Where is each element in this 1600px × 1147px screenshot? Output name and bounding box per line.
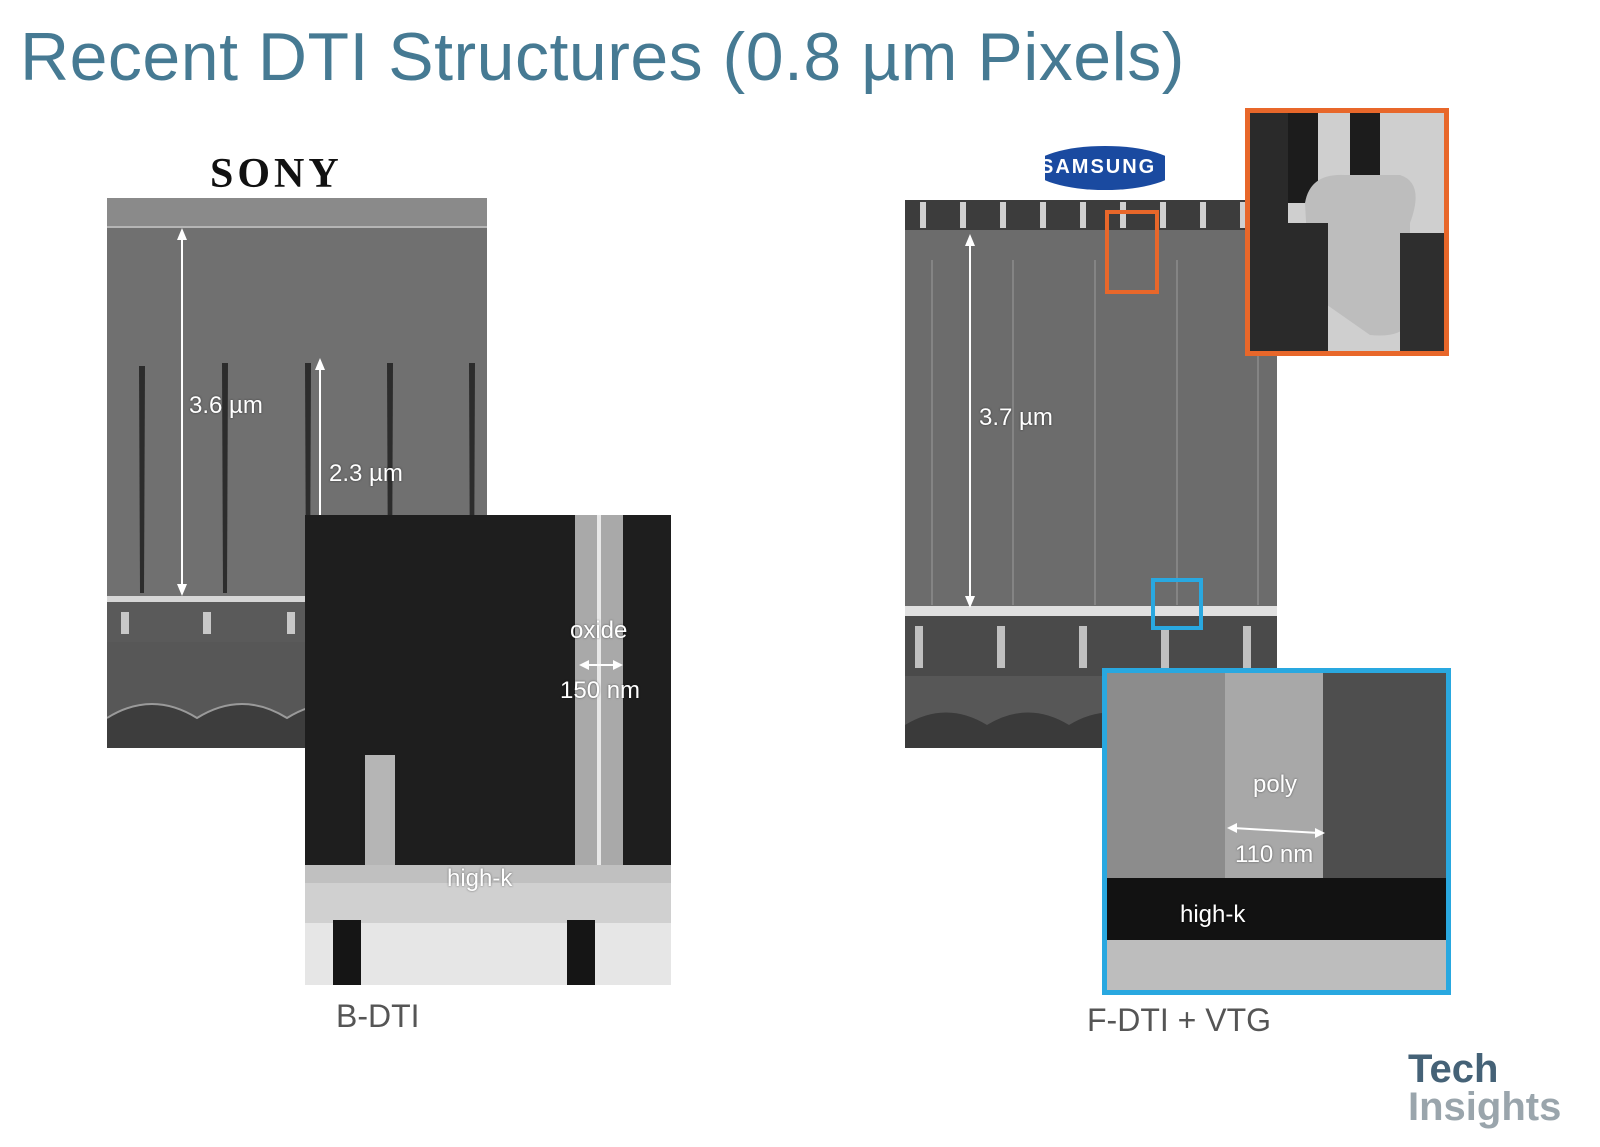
measure-3-7-label: 3.7 µm — [979, 404, 1053, 431]
sony-tem-inset: oxide 150 nm high-k — [305, 515, 671, 985]
sony-sem-image: 3.6 µm 2.3 µm — [107, 198, 487, 748]
page-title: Recent DTI Structures (0.8 µm Pixels) — [20, 19, 1185, 95]
oxide-label: oxide — [570, 617, 628, 644]
techinsights-logo-line2: Insights — [1408, 1085, 1562, 1129]
poly-label: poly — [1253, 771, 1298, 798]
measure-2-3-label: 2.3 µm — [329, 460, 403, 487]
samsung-blue-inset: poly 110 nm high-k — [1102, 668, 1451, 995]
samsung-sem-image: 3.7 µm — [905, 200, 1277, 748]
samsung-logo-text: SAMSUNG — [1040, 156, 1157, 178]
techinsights-logo: Tech Insights — [1408, 1047, 1562, 1129]
samsung-logo — [1033, 143, 1177, 198]
measure-3-6-label: 3.6 µm — [189, 392, 263, 419]
high-k-label-right: high-k — [1180, 901, 1246, 928]
width-150-label: 150 nm — [560, 677, 641, 704]
caption-f-dti-vtg: F-DTI + VTG — [1087, 1002, 1271, 1038]
techinsights-logo-line1: Tech — [1408, 1047, 1499, 1091]
high-k-label-left: high-k — [447, 865, 513, 892]
width-110-label: 110 nm — [1235, 841, 1314, 868]
sony-logo: SONY — [210, 151, 343, 197]
samsung-orange-inset — [1245, 108, 1449, 356]
caption-b-dti: B-DTI — [336, 998, 420, 1034]
